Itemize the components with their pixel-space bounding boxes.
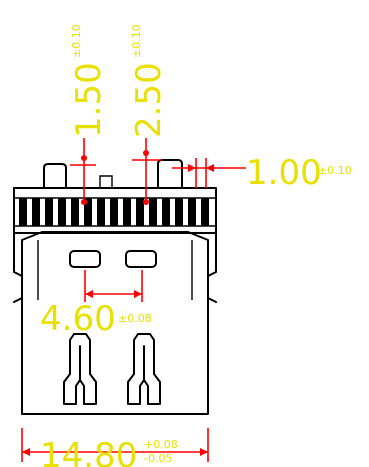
dim-label-2-50: 2.50 ±0.10 bbox=[129, 24, 169, 138]
left-contact-clip bbox=[63, 333, 97, 405]
dim-label-4-60: 4.60 ±0.08 bbox=[40, 299, 152, 339]
dim-tolerance-1-00: ±0.10 bbox=[318, 164, 352, 177]
dim-value-1-50: 1.50 bbox=[69, 62, 109, 138]
dim-tolerance-2-50: ±0.10 bbox=[130, 24, 143, 58]
right-slot bbox=[125, 250, 157, 268]
dim-tolerance-1-50: ±0.10 bbox=[70, 24, 83, 58]
dim-label-14-80: 14.80 +0.08 -0.05 bbox=[40, 436, 178, 467]
housing bbox=[21, 231, 209, 415]
right-flange bbox=[207, 232, 217, 303]
dim-value-2-50: 2.50 bbox=[129, 62, 169, 138]
header-pins bbox=[19, 198, 209, 226]
right-contact-clip bbox=[127, 333, 161, 405]
dim-tolerance-14-80-lower: -0.05 bbox=[144, 452, 172, 465]
dimension-lines bbox=[21, 138, 246, 462]
dim-label-1-50: 1.50 ±0.10 bbox=[69, 24, 109, 138]
dim-tolerance-14-80-upper: +0.08 bbox=[144, 438, 178, 451]
left-slot bbox=[69, 250, 101, 268]
dim-label-1-00: 1.00 ±0.10 bbox=[246, 153, 352, 193]
dim-value-1-00: 1.00 bbox=[246, 153, 322, 193]
dim-value-4-60: 4.60 bbox=[40, 299, 116, 339]
dim-tolerance-4-60: ±0.08 bbox=[118, 312, 152, 325]
connector-body bbox=[13, 159, 217, 415]
dim-value-14-80: 14.80 bbox=[40, 436, 137, 467]
right-tab bbox=[157, 159, 183, 189]
left-tab bbox=[43, 163, 67, 189]
left-flange bbox=[13, 232, 23, 303]
